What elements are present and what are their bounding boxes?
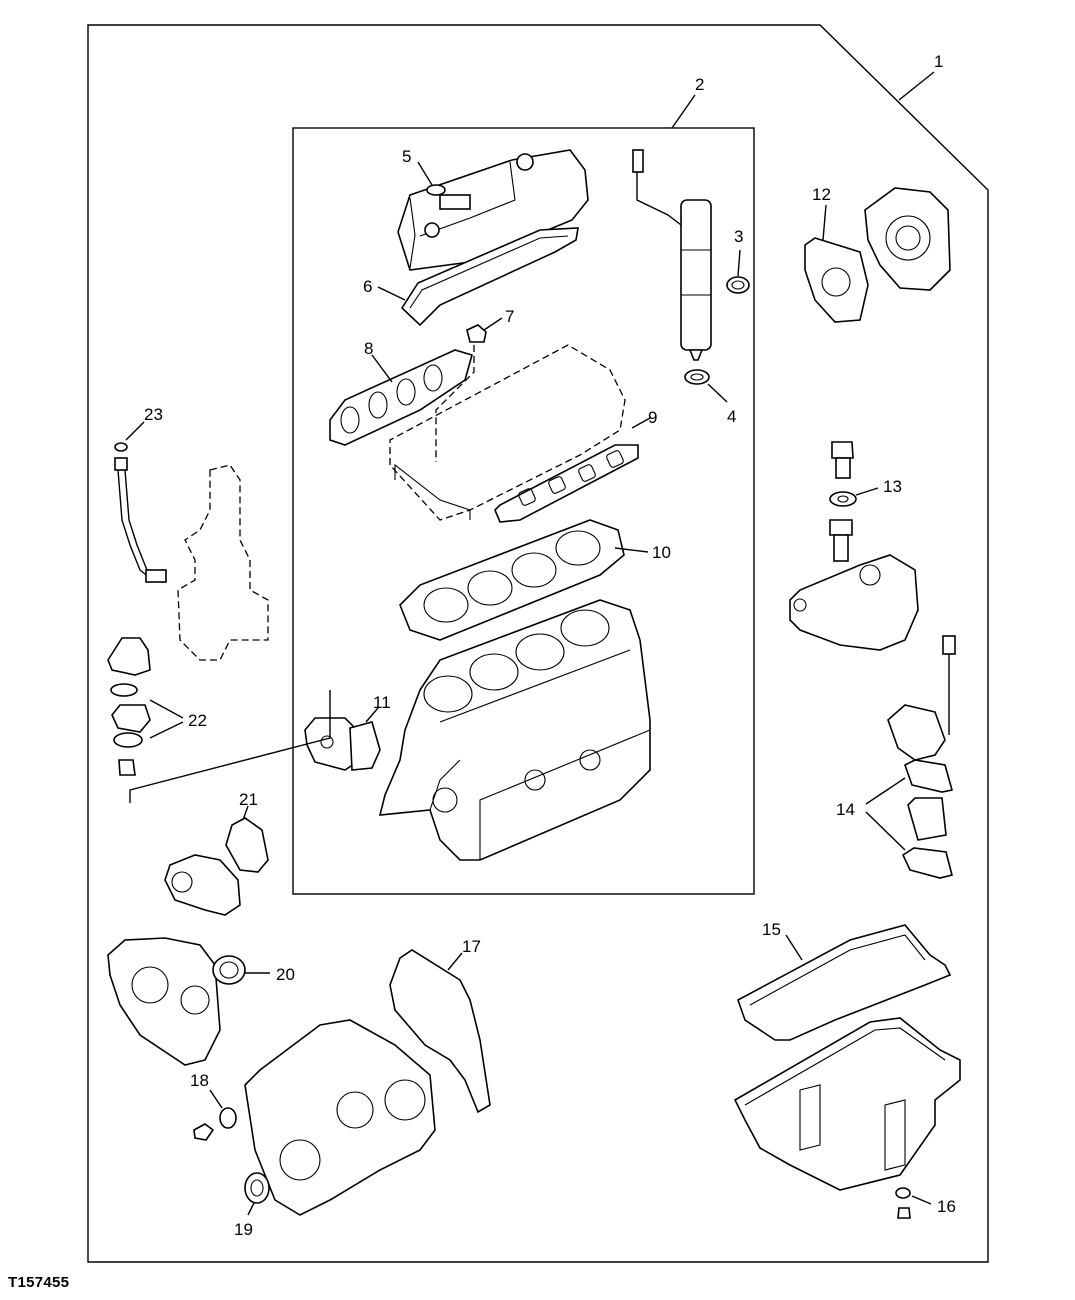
water-outlet-22 xyxy=(107,637,184,776)
cylinder-block xyxy=(378,599,651,861)
cover-gasket-11 xyxy=(304,707,381,771)
callout-8: 8 xyxy=(364,339,373,358)
leader-2 xyxy=(671,94,696,129)
manifold-gasket-8 xyxy=(329,349,473,446)
rear-seal-20 xyxy=(212,955,270,985)
gear-case xyxy=(244,1019,436,1216)
valve-cover xyxy=(397,149,589,271)
kit-outline-1 xyxy=(87,24,989,1263)
bolt-washer-13 xyxy=(829,441,879,562)
callout-22: 22 xyxy=(188,711,207,730)
thermostat-housing xyxy=(789,554,919,651)
callout-12: 12 xyxy=(812,185,831,204)
valve-cover-gasket-6 xyxy=(400,227,579,327)
callout-4: 4 xyxy=(727,407,736,426)
leader-1 xyxy=(898,71,935,101)
oil-pan-gasket-15 xyxy=(737,924,952,1041)
callout-19: 19 xyxy=(234,1220,253,1239)
callout-14: 14 xyxy=(836,800,855,819)
water-elbow xyxy=(887,635,956,761)
cylinder-head-outline xyxy=(389,344,626,521)
callout-17: 17 xyxy=(462,937,481,956)
gasket-14 xyxy=(865,759,954,879)
oil-pan xyxy=(733,1017,961,1191)
front-seal-19 xyxy=(244,1172,270,1216)
callout-20: 20 xyxy=(276,965,295,984)
callout-10: 10 xyxy=(652,543,671,562)
gasket-12 xyxy=(804,204,869,323)
injector-washer-3 xyxy=(726,249,750,294)
adapter-housing xyxy=(864,187,951,291)
callout-15: 15 xyxy=(762,920,781,939)
callout-7: 7 xyxy=(505,307,514,326)
callout-18: 18 xyxy=(190,1071,209,1090)
injector-seal-4 xyxy=(684,369,728,403)
head-gasket-10 xyxy=(399,519,649,641)
figure-reference-id: T157455 xyxy=(8,1274,70,1291)
callout-11: 11 xyxy=(373,693,391,712)
callout-1: 1 xyxy=(934,52,943,71)
callout-6: 6 xyxy=(363,277,372,296)
callout-23: 23 xyxy=(144,405,163,424)
rear-plate xyxy=(107,937,221,1066)
fuel-injector xyxy=(632,149,712,361)
exhaust-gasket-9 xyxy=(494,417,651,523)
kit-outline-2 xyxy=(292,127,755,895)
oil-filler-seal-5 xyxy=(417,161,446,196)
callout-2: 2 xyxy=(695,75,704,94)
callout-9: 9 xyxy=(648,408,657,427)
seal-18 xyxy=(193,1089,237,1141)
oil-line-23 xyxy=(114,421,167,583)
oil-pan-outline-left xyxy=(177,464,269,661)
gear-case-gasket-17 xyxy=(389,949,491,1114)
callout-16: 16 xyxy=(937,1197,956,1216)
callout-21: 21 xyxy=(239,790,258,809)
callout-5: 5 xyxy=(402,147,411,166)
callout-13: 13 xyxy=(883,477,902,496)
drain-seal-16 xyxy=(895,1187,932,1219)
leader-22-11 xyxy=(129,690,331,803)
callout-3: 3 xyxy=(734,227,743,246)
plug-7 xyxy=(435,317,503,462)
water-pump-21 xyxy=(164,805,269,916)
